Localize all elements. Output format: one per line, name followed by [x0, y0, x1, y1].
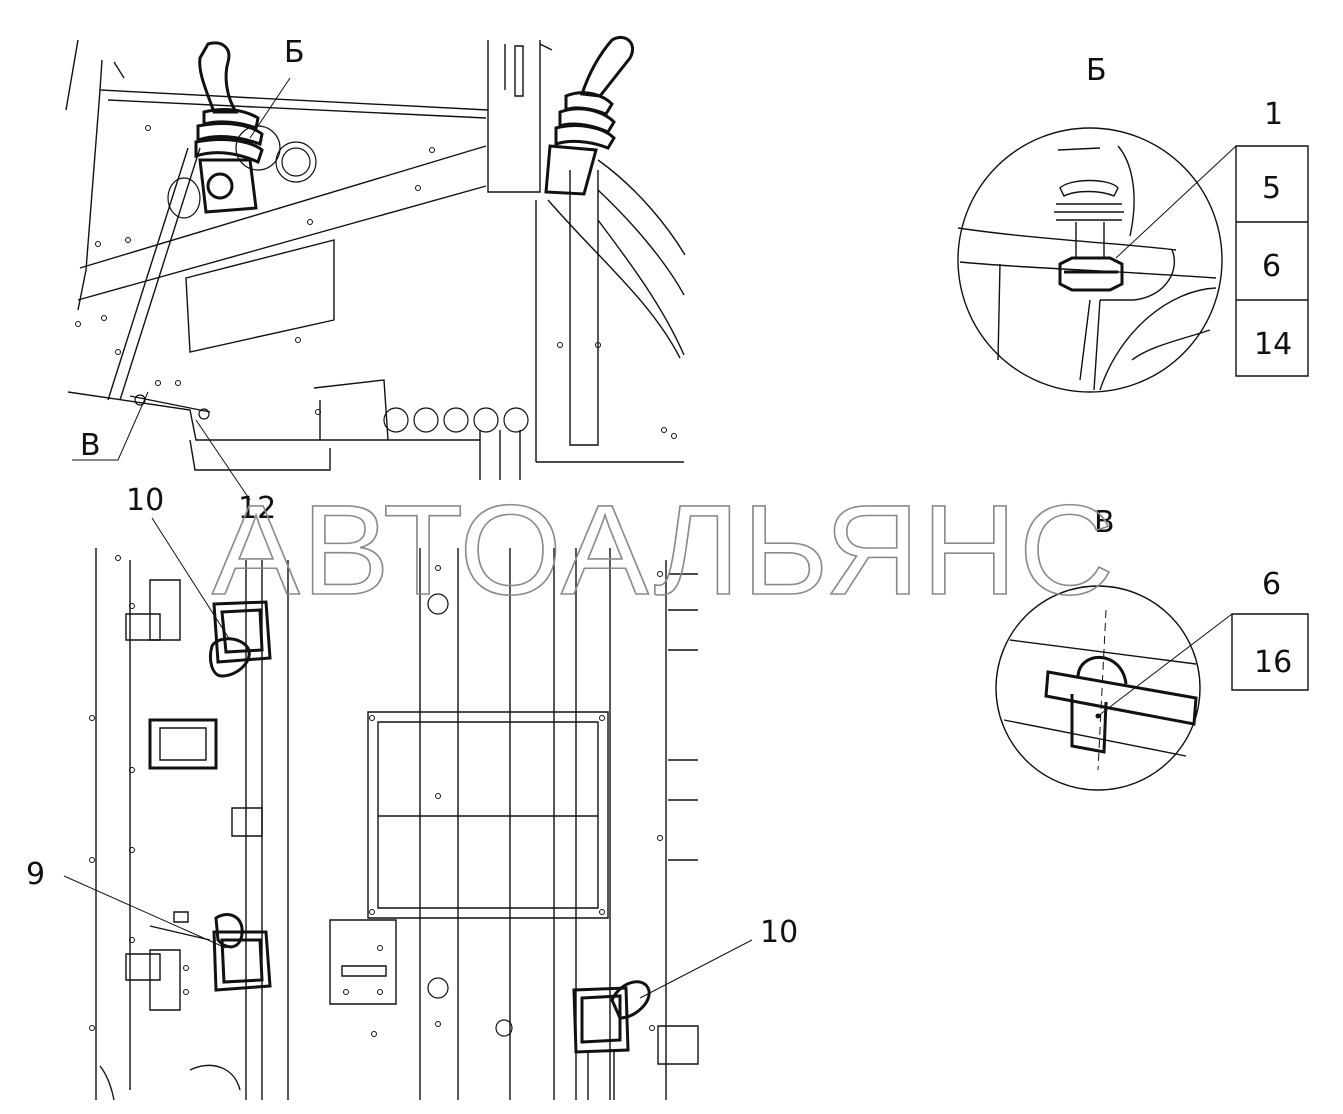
- detail-b-table-5: 5: [1262, 171, 1281, 206]
- detail-b-callout-1: 1: [1264, 97, 1283, 132]
- callout-12: 12: [238, 491, 276, 526]
- callout-b-ref: Б: [284, 35, 305, 70]
- callout-10-right: 10: [760, 915, 798, 950]
- watermark-text: АВТОАЛЬЯНС: [212, 479, 1116, 622]
- joystick-right: [544, 35, 635, 196]
- detail-b-table-14: 14: [1254, 327, 1292, 362]
- callout-v-ref: В: [80, 428, 101, 463]
- callout-10-left: 10: [126, 483, 164, 518]
- detail-v: [995, 585, 1309, 791]
- detail-b-title: Б: [1086, 53, 1107, 88]
- joystick-top-3: [572, 980, 651, 1100]
- joystick-top-2: [212, 913, 272, 992]
- side-view: [65, 35, 686, 480]
- detail-b-table-6: 6: [1262, 249, 1281, 284]
- detail-b: [957, 127, 1309, 393]
- top-view: [89, 548, 699, 1101]
- detail-v-table-16: 16: [1254, 645, 1292, 680]
- callout-9: 9: [26, 857, 45, 892]
- detail-v-title: В: [1094, 505, 1115, 540]
- detail-v-callout-6: 6: [1262, 567, 1281, 602]
- joystick-left: [194, 41, 264, 214]
